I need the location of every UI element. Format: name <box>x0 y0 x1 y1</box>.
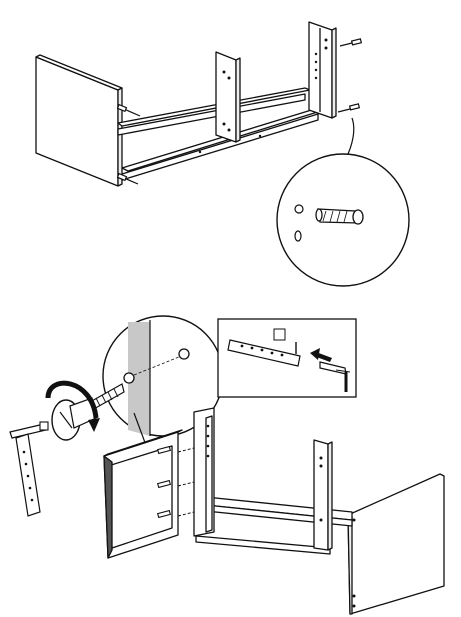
step-18-frame <box>103 407 445 615</box>
step-17-frame <box>35 21 337 187</box>
step-18-screw-guides <box>157 445 195 519</box>
rotation-arrow-icon <box>45 380 100 432</box>
step-17-holes <box>198 38 328 154</box>
step-18-callout <box>102 315 224 437</box>
allen-key-icon <box>9 421 49 439</box>
step-18-inset-box <box>217 318 357 398</box>
step-17-callout <box>276 153 410 287</box>
step-17-dowels <box>116 38 363 185</box>
wooden-dowel-icon <box>315 208 364 225</box>
hex-driver-tool-icon <box>15 433 41 517</box>
step-18-holes <box>206 424 356 608</box>
